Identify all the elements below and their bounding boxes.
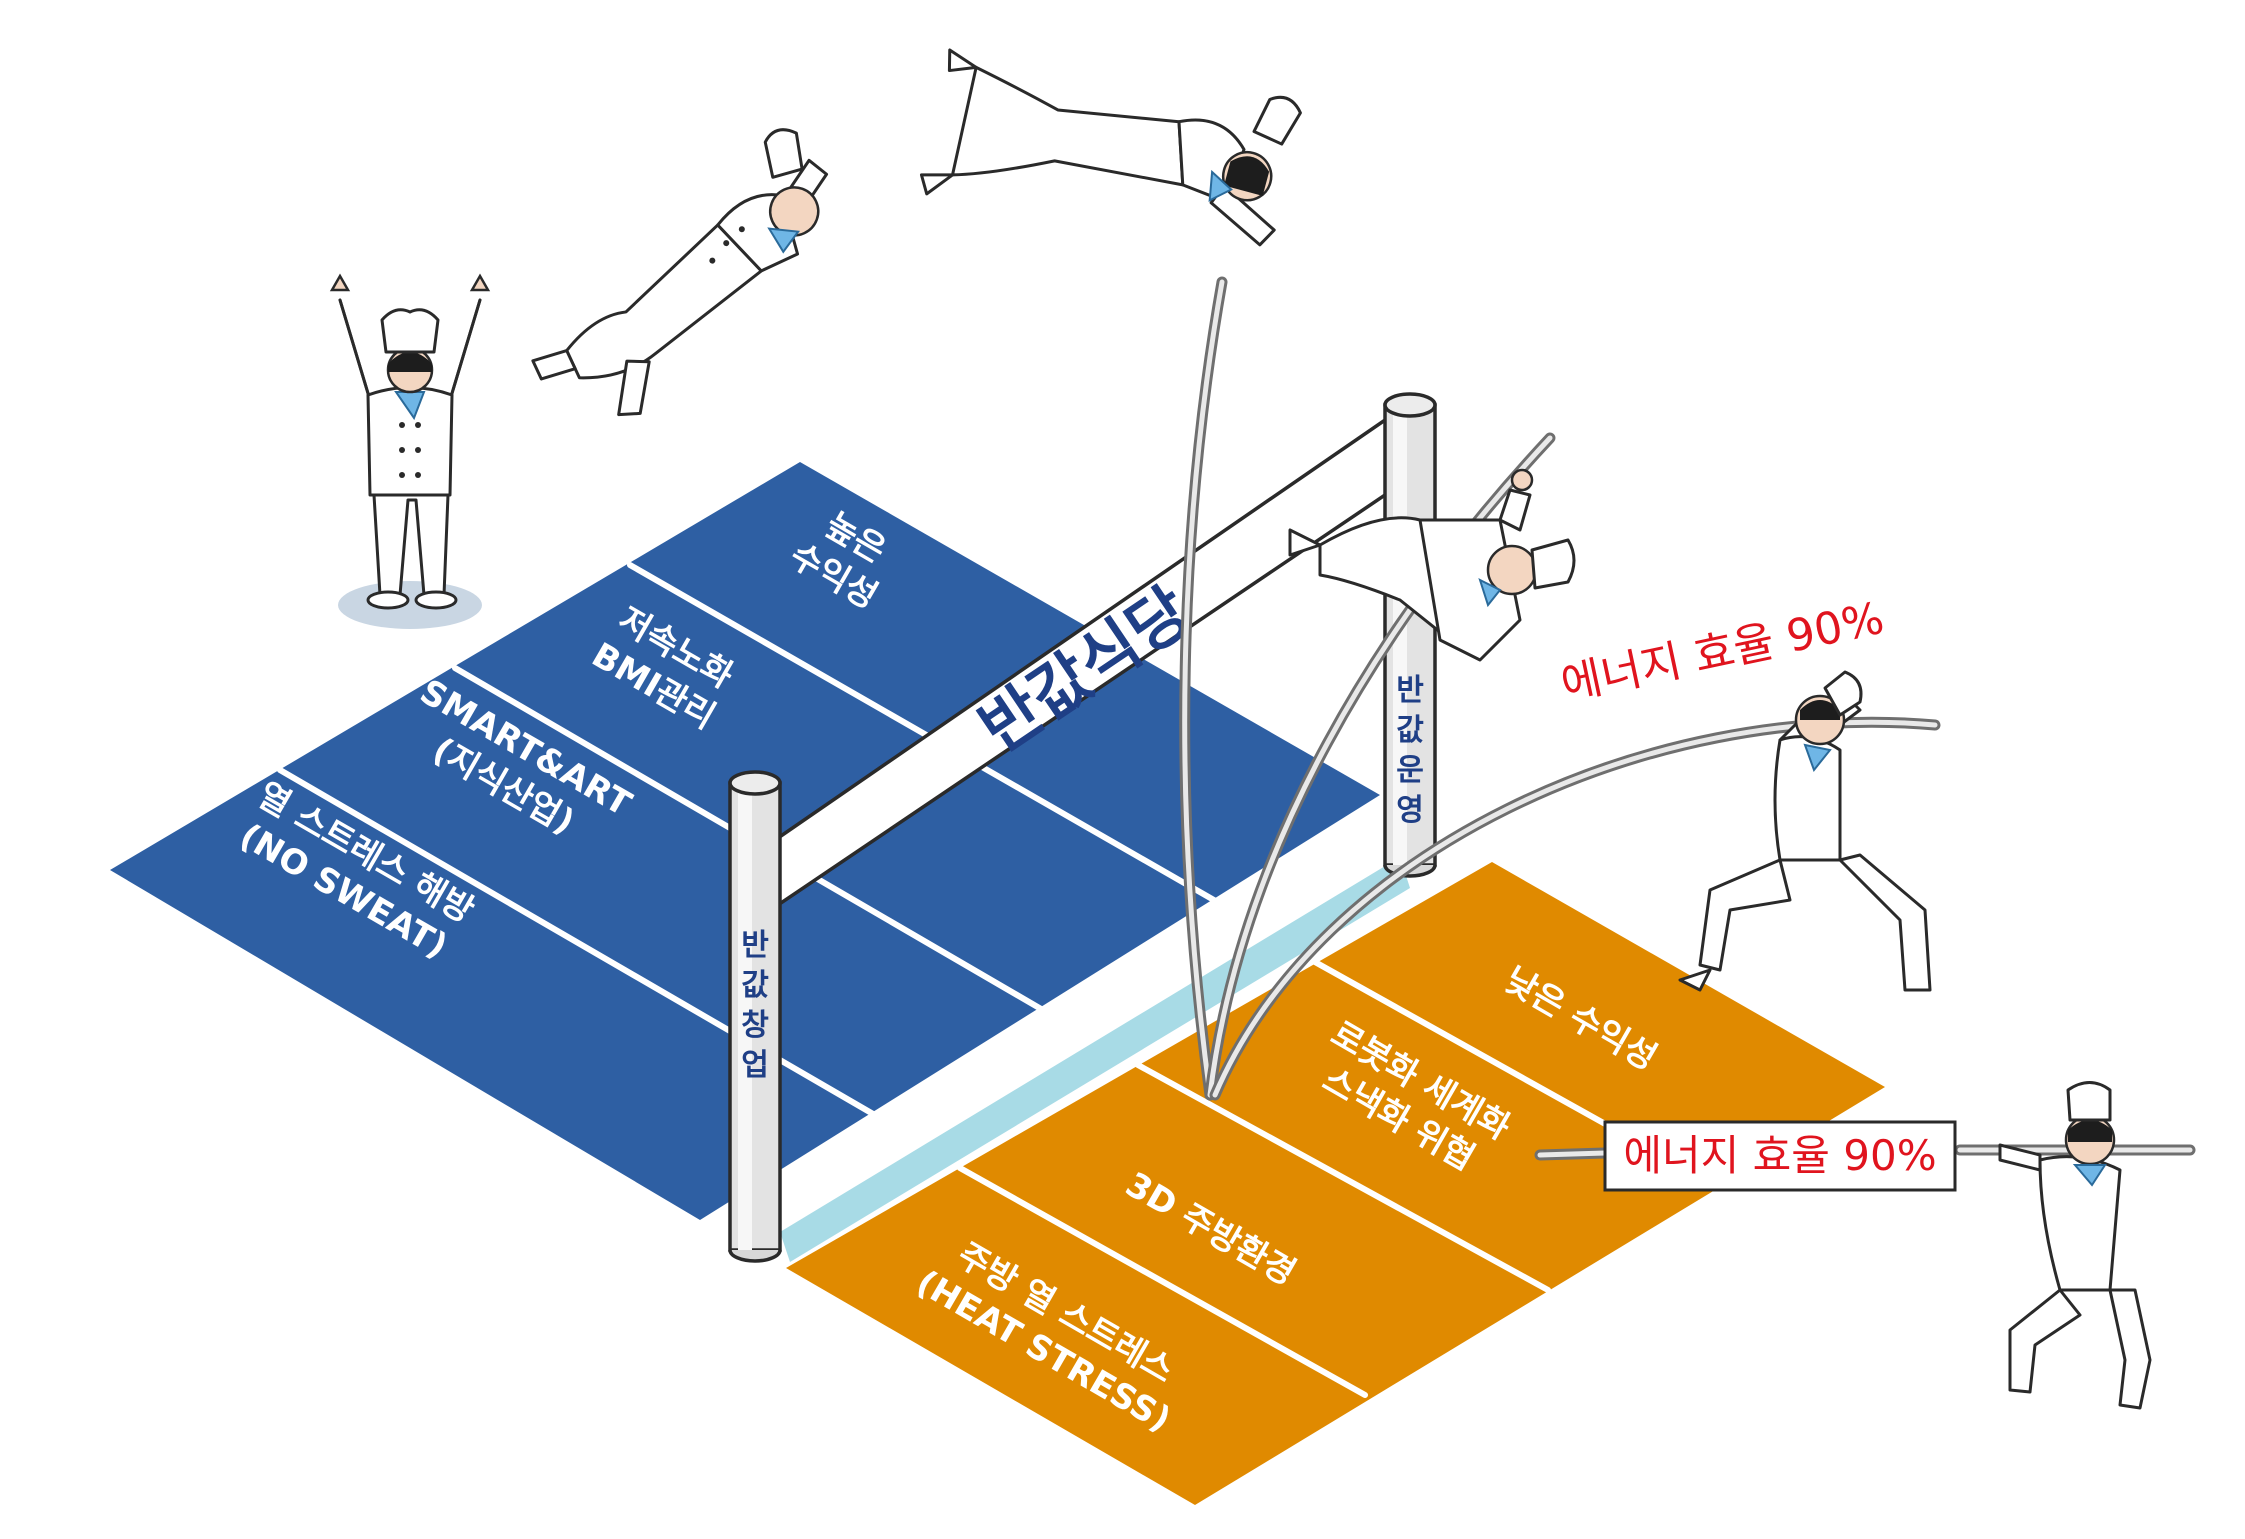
chef-diving-icon	[531, 128, 829, 417]
post-right-char-3: 운	[1396, 753, 1424, 788]
chef-hanging-icon	[1998, 1081, 2152, 1410]
court-divider-stripe	[780, 857, 1410, 1262]
post-left-char-1: 반	[741, 928, 769, 963]
post-left: 반 값 창 업	[728, 770, 782, 1263]
chef-pole-vault-icon	[1288, 468, 1576, 662]
post-right: 반 값 운 영	[1383, 392, 1437, 878]
post-left-char-2: 값	[741, 968, 769, 1003]
chef-running-icon	[1678, 670, 1932, 992]
post-left-char-3: 창	[741, 1008, 769, 1043]
chef-cheering-icon	[329, 273, 491, 629]
post-right-char-4: 영	[1396, 793, 1424, 828]
post-right-char-2: 값	[1396, 713, 1424, 748]
energy-label-box: 에너지 효율 90%	[1603, 1120, 1957, 1192]
energy-label-box-text: 에너지 효율 90%	[1623, 1131, 1936, 1180]
post-right-char-1: 반	[1396, 673, 1424, 708]
chef-flying-icon	[919, 48, 1302, 247]
post-left-char-4: 업	[741, 1048, 769, 1083]
